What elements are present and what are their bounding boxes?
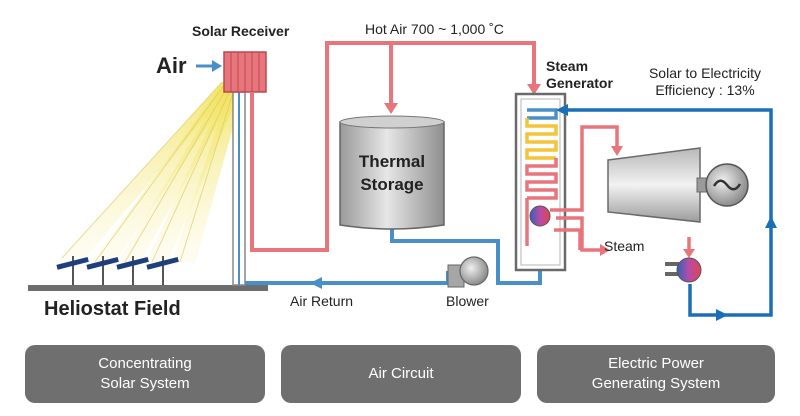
- air-inlet-arrow-icon: [196, 60, 222, 72]
- air-return-arrow-icon: [310, 277, 322, 289]
- footer-electric-label: Electric Power Generating System: [591, 355, 721, 392]
- thermal-storage-tank: [339, 115, 445, 230]
- footer-concentrating-label: Concentrating Solar System: [98, 355, 192, 392]
- air-return-pipe: [245, 222, 542, 285]
- thermal-storage-label: Thermal Storage: [358, 152, 426, 194]
- air-label: Air: [156, 53, 187, 78]
- light-beams: [60, 82, 244, 264]
- loop-right-arrow-icon: [716, 309, 728, 321]
- hot-air-down-arrow-icon: [384, 103, 398, 114]
- hot-air-label: Hot Air 700 ~ 1,000 ˚C: [365, 21, 504, 37]
- receiver-tower: [232, 91, 246, 286]
- air-return-label: Air Return: [290, 293, 354, 309]
- steam-label: Steam: [604, 238, 645, 254]
- steam-turbine-arrow-icon: [611, 146, 623, 156]
- steam-generator: [514, 92, 567, 272]
- loop-up-arrow-icon: [765, 216, 777, 228]
- efficiency-label: Solar to Electricity Efficiency : 13%: [648, 65, 762, 98]
- feedwater-arrow-icon: [556, 104, 568, 116]
- footer-air-circuit-label: Air Circuit: [368, 365, 434, 382]
- solar-receiver: [223, 51, 267, 93]
- ground-bar: [28, 285, 268, 291]
- footer-air-circuit: Air Circuit: [281, 345, 521, 403]
- steam-outlet-arrow-icon: [600, 244, 610, 256]
- solar-receiver-label: Solar Receiver: [192, 23, 290, 39]
- footer-electric-power-system: Electric Power Generating System: [537, 345, 775, 403]
- footer-concentrating-solar-system: Concentrating Solar System: [25, 345, 265, 403]
- steam-line: [550, 125, 619, 252]
- power-loop: [560, 108, 773, 317]
- steam-gen-inlet-arrow-icon: [527, 84, 541, 95]
- hot-air-pipe: [250, 41, 536, 252]
- heat-exchanger-icon: [665, 257, 702, 283]
- heliostat-field-label: Heliostat Field: [44, 298, 181, 320]
- condenser-arrow-icon: [683, 249, 695, 258]
- beam-edges: [61, 81, 235, 263]
- generator-tilde-icon: [705, 163, 749, 207]
- steam-generator-label: Steam Generator: [546, 58, 613, 91]
- turbine: [607, 147, 708, 223]
- blower-icon: [447, 256, 489, 288]
- heliostat-icon: [56, 256, 179, 285]
- blower-label: Blower: [446, 293, 489, 309]
